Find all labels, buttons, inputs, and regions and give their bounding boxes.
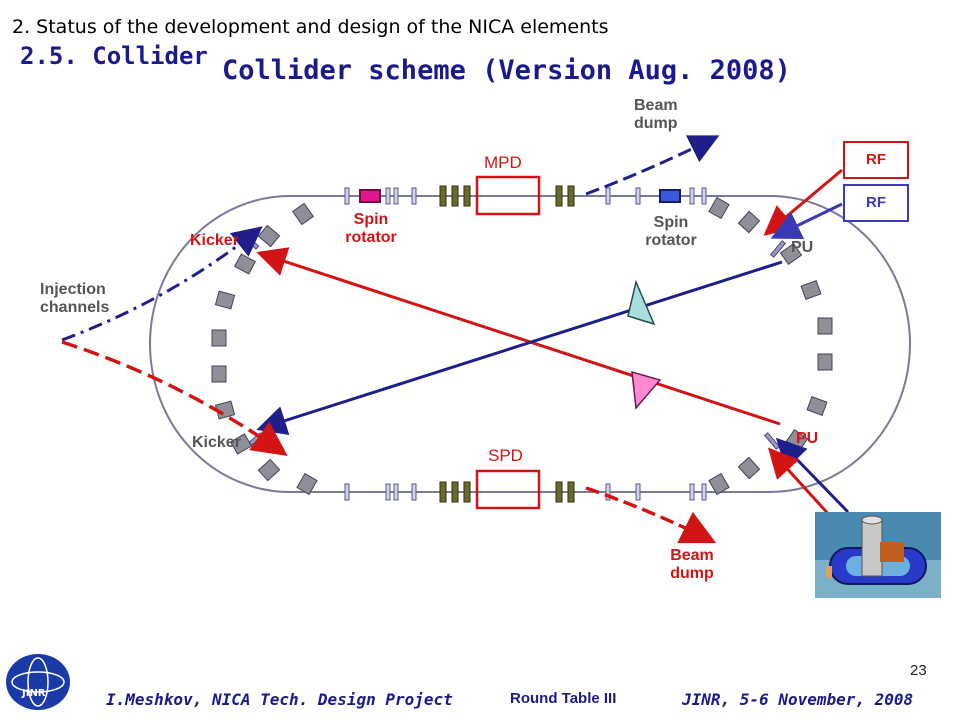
- spin-rotator-right-magnet: [659, 189, 681, 203]
- slide-title: Collider scheme (Version Aug. 2008): [222, 55, 791, 86]
- footer-author: I.Meshkov, NICA Tech. Design Project: [106, 690, 453, 709]
- right-arc-magnets: [708, 196, 833, 496]
- pu-bottom-label: PU: [796, 430, 819, 447]
- kicker-top-label: Kicker: [190, 232, 239, 249]
- section-heading: 2. Status of the development and design …: [12, 16, 609, 38]
- rf-red-box: RF: [843, 141, 909, 179]
- footer-event: Round Table III: [510, 690, 617, 707]
- injection-line1: Injection: [40, 281, 106, 298]
- beam-dump-bottom-line1: Beam: [670, 547, 714, 564]
- logo-text: JINR: [22, 688, 46, 699]
- pu-top-mark: [769, 240, 787, 258]
- spin-rotator-right-label: Spin rotator: [634, 214, 708, 250]
- photo-link-red: [767, 447, 834, 520]
- rf-blue-box: RF: [843, 184, 909, 222]
- jinr-logo: [6, 654, 70, 710]
- spin-rotator-left-label: Spin rotator: [336, 211, 406, 247]
- beam-dump-top-label: Beam dump: [634, 97, 694, 133]
- straight-quadrupoles: [344, 187, 707, 501]
- spd-detector: [475, 469, 541, 510]
- left-arc-magnets: [211, 202, 318, 496]
- feedback-line-navy: [256, 260, 783, 435]
- injection-channel-red: [61, 340, 288, 457]
- photo-link-navy: [775, 437, 850, 514]
- ring-beam-pipe: [149, 195, 911, 493]
- spin-rotator-left-line1: Spin: [353, 211, 389, 228]
- injection-channels-label: Injection channels: [40, 281, 140, 317]
- kicker-bottom-label: Kicker: [192, 434, 241, 451]
- amplifier-cyan: [627, 279, 656, 326]
- amplifier-pink: [631, 370, 662, 410]
- spin-rotator-right-line2: rotator: [645, 232, 697, 249]
- injection-line2: channels: [40, 299, 110, 316]
- beam-dump-top-line: [585, 135, 720, 196]
- page-number: 23: [910, 662, 927, 679]
- spin-rotator-left-line2: rotator: [345, 229, 397, 246]
- pu-top-label: PU: [791, 239, 814, 256]
- beam-dump-top-line1: Beam: [634, 97, 678, 114]
- subsection-heading: 2.5. Collider: [20, 42, 208, 70]
- beam-dump-bottom-line2: dump: [670, 565, 714, 582]
- beam-dump-bottom-label: Beam dump: [662, 547, 722, 583]
- detector-model-photo: [815, 512, 941, 598]
- mpd-label: MPD: [484, 153, 522, 172]
- beam-dump-bottom-line: [585, 486, 717, 544]
- spd-label: SPD: [488, 446, 523, 465]
- final-focus-quads: [439, 185, 575, 503]
- pu-bottom-mark: [763, 432, 781, 450]
- footer-place: JINR, 5-6 November, 2008: [682, 690, 914, 709]
- rf-blue-connector: [770, 202, 843, 240]
- spin-rotator-left-magnet: [359, 189, 381, 203]
- beam-dump-top-line2: dump: [634, 115, 678, 132]
- mpd-detector: [475, 175, 541, 216]
- spin-rotator-right-line1: Spin: [653, 214, 689, 231]
- feedback-line-red: [256, 247, 781, 426]
